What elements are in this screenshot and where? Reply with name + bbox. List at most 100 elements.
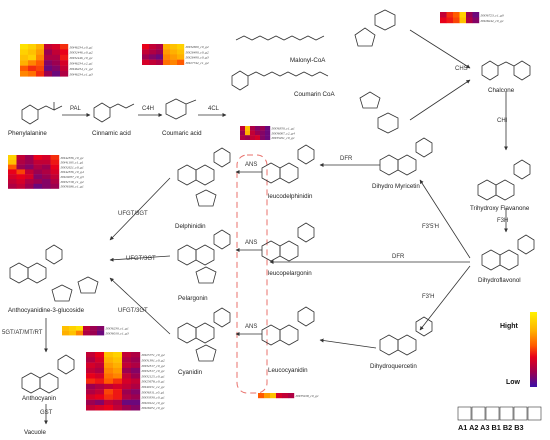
heatmap-cell [60,60,69,66]
heatmap-cell [50,183,60,189]
compound-leucopelargonin: leucopelargonin [268,270,312,277]
heatmap-cell [86,367,96,374]
heatmap-cell [113,362,123,369]
heatmap-cell [104,399,114,406]
arrow-f35h [419,179,471,259]
gene-label: DN36350_c1_g1 [271,127,295,131]
enzyme-f35h: F3'5'H [422,224,439,230]
gene-label: DN32718_c1_g2 [60,180,84,184]
heatmap-cell [76,326,84,331]
heatmap-cell [149,44,157,50]
leucopelargonin-structure [261,222,315,262]
heatmap-cell [86,378,96,384]
legend-sample-box [513,406,528,421]
heatmap-cell [113,399,123,406]
heatmap-cell [177,54,185,60]
heatmap-cell [95,383,105,390]
heatmap-cell [149,54,157,60]
heatmap-cell [28,65,37,72]
enzyme-ans-1: ANS [245,162,257,168]
compound-coumarin-coa: Coumarin CoA [294,91,335,98]
enzyme-dfr-mid: DFR [392,254,405,260]
heatmap-cell [8,183,17,189]
compound-cyanidin: Cyanidin [178,369,203,376]
enzyme-chi: CHI [497,118,508,124]
heatmap-cell [240,135,246,140]
heatmap-cell [170,44,178,50]
heatmap-cell [33,183,43,189]
heatmap-cell [86,399,96,406]
heatmap-cell [33,159,43,165]
heatmap-cell [177,44,185,50]
anthocyanin-structure [21,354,75,394]
dihydroflavonol-structure [481,234,535,271]
gene-label: DN29037_c0_g3 [60,175,84,179]
gene-label: DN26490_c0_g2 [185,50,209,54]
heatmap-cell [16,164,26,170]
legend-sample-box [457,406,472,421]
heatmap-cell [142,44,150,50]
gene-label: DN31391_c0_g2 [141,359,165,363]
heatmap-gst: DN25771_c0_g2DN31391_c0_g2DN32317_c0_g2D… [86,352,165,411]
heatmap-cell [122,378,132,384]
heatmap-cell [131,394,141,400]
gene-label: DN40151_c2_g1 [141,385,165,389]
heatmap-cell [95,352,105,358]
gene-label: DN36019_c1_g3 [105,331,129,335]
heatmap-cell [95,357,105,363]
heatmap-cell [28,71,37,77]
heatmap-cell [20,44,29,50]
heatmap-cell [131,352,141,358]
heatmap-cell [95,362,105,369]
arrow-ufgt-2 [109,255,171,262]
gene-label: DN36311_c0_g1 [141,390,165,394]
gene-label: DN32446_c0_g1 [69,56,93,60]
heatmap-cell [170,54,178,60]
legend-sample-labels: A1 A2 A3 B1 B2 B3 [458,423,524,432]
compound-malonyl-coa: Malonyl-CoA [290,57,326,64]
heatmap-cell [69,326,77,331]
heatmap-cell [50,155,60,160]
heatmap-cell [113,367,123,374]
heatmap-cell [453,12,460,18]
heatmap-cell [240,126,246,131]
heatmap-cell [177,59,185,65]
arrow-coumarin-chs [409,79,471,121]
enzyme-ans-2: ANS [245,240,257,246]
enzyme-c4h: C4H [142,106,154,112]
heatmap-cell [16,159,26,165]
gene-label: DN26972_c0_g1 [141,406,165,410]
heatmap-cell [52,54,61,61]
compound-chalcone: Chalcone [488,87,515,94]
heatmap-cell [90,326,98,331]
gene-label: DN32446_c0_g2 [69,51,93,55]
heatmap-cell [86,357,96,363]
heatmap-cell [265,126,271,131]
heatmap-cell [86,362,96,369]
heatmap-cell [52,60,61,66]
gene-label: DN46234_c1_g2 [69,67,93,71]
gene-label: DN46234_c1_g3 [69,72,93,76]
heatmap-cell [44,60,53,66]
heatmap-cell [288,393,295,399]
heatmap-cell [95,399,105,406]
malonyl-coa-structure [235,9,396,47]
heatmap-cell [104,405,114,411]
heatmap-cell [36,65,45,72]
heatmap-cell [446,12,454,18]
enzyme-pal: PAL [70,106,82,112]
heatmap-cell [36,44,45,50]
heatmap-cell [149,49,157,55]
heatmap-cell [104,394,114,400]
heatmap-cell [42,155,51,160]
heatmap-cell [104,352,114,358]
heatmap-cell [131,357,141,363]
heatmap-cell [122,352,132,358]
heatmap-cell [95,373,105,379]
compound-coumaric-acid: Coumaric acid [162,130,202,137]
heatmap-cell [28,49,37,55]
heatmap-cell [177,49,185,55]
heatmap-cell [122,389,132,395]
